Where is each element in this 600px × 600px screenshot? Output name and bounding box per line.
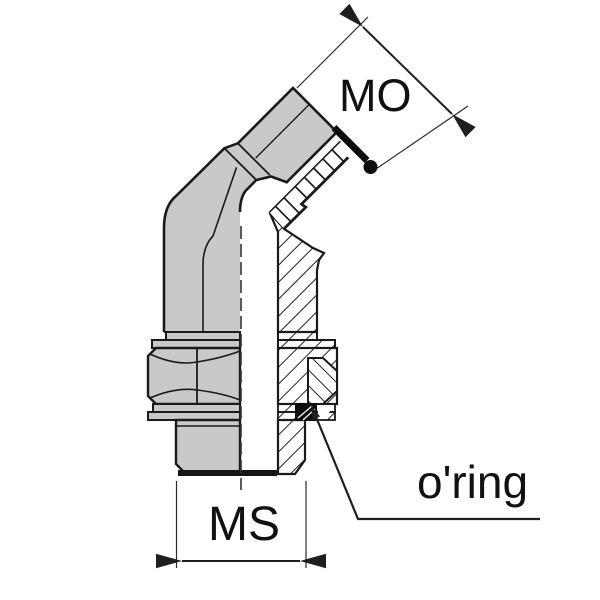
seal-oring-dot xyxy=(363,160,378,174)
oring-leader-arrowhead xyxy=(311,405,320,420)
oring-leader-line xyxy=(312,411,540,521)
thread-strip xyxy=(269,141,349,229)
washer-1 xyxy=(152,403,241,413)
stud-wall-hatch xyxy=(276,418,307,476)
upper-wall-hatch xyxy=(268,211,326,334)
hex-chamfer-top xyxy=(149,350,241,364)
thread-section-strip xyxy=(268,140,350,230)
ms-label: MS xyxy=(208,498,280,551)
stud-end-band xyxy=(178,470,277,476)
collar-band-2-section xyxy=(277,339,336,349)
arm-internal-line xyxy=(202,167,238,332)
collar-band-1 xyxy=(165,331,241,341)
dimension-mo: MO xyxy=(296,3,476,170)
oring-callout: o'ring xyxy=(311,405,540,521)
thread-inner-line xyxy=(268,140,341,213)
elbow-body-fill xyxy=(164,88,337,332)
mo-label: MO xyxy=(339,70,412,121)
tube-silhouette-line xyxy=(255,103,310,159)
elbow-outline xyxy=(162,86,339,332)
dimension-ms: MS xyxy=(156,481,326,569)
washer-notch xyxy=(318,405,333,419)
body-outlines xyxy=(149,86,339,427)
thread-od-line xyxy=(283,156,350,230)
hex-chamfer-bottom xyxy=(149,388,241,401)
collar-band-1-section xyxy=(277,331,318,341)
thread-crests xyxy=(274,149,345,222)
mo-dimension-arrow xyxy=(339,3,476,138)
oring-hatch-1 xyxy=(297,405,313,419)
arm-step-line-2 xyxy=(223,147,257,181)
oring-label: o'ring xyxy=(417,456,528,508)
bottom-stud xyxy=(174,418,242,476)
fitting-cross-section xyxy=(268,211,339,476)
arm-step-line-1 xyxy=(237,142,271,176)
